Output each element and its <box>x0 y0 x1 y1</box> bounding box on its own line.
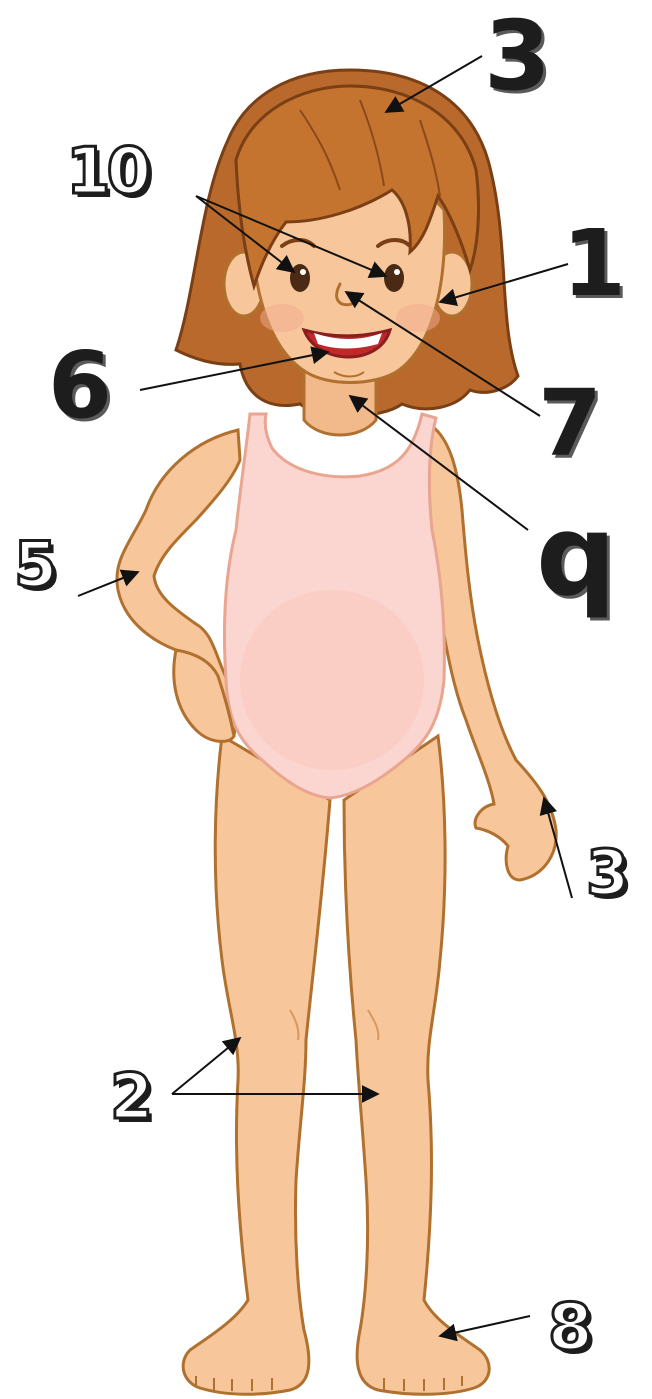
label-knees: 2 <box>110 1066 153 1128</box>
label-hair: 3 <box>484 8 551 104</box>
label-mouth: 6 <box>48 340 112 432</box>
left-cheek <box>260 304 304 332</box>
label-eyes: 10 <box>66 140 147 204</box>
right-eye-shine <box>394 269 400 275</box>
label-nose: 7 <box>538 378 602 470</box>
label-neck: q <box>536 500 616 612</box>
label-foot: 8 <box>548 1296 593 1360</box>
left-eye-shine <box>300 269 306 275</box>
arrow-foot <box>440 1316 530 1336</box>
label-fingers: 3 <box>586 842 629 904</box>
right-eye <box>384 264 404 292</box>
label-elbow: 5 <box>14 534 57 596</box>
left-leg <box>183 736 330 1394</box>
swimsuit-belly-shade <box>240 590 424 770</box>
right-leg <box>344 736 489 1394</box>
label-ear: 1 <box>562 218 626 310</box>
arrow-knee-left <box>172 1038 240 1094</box>
left-eye <box>290 264 310 292</box>
